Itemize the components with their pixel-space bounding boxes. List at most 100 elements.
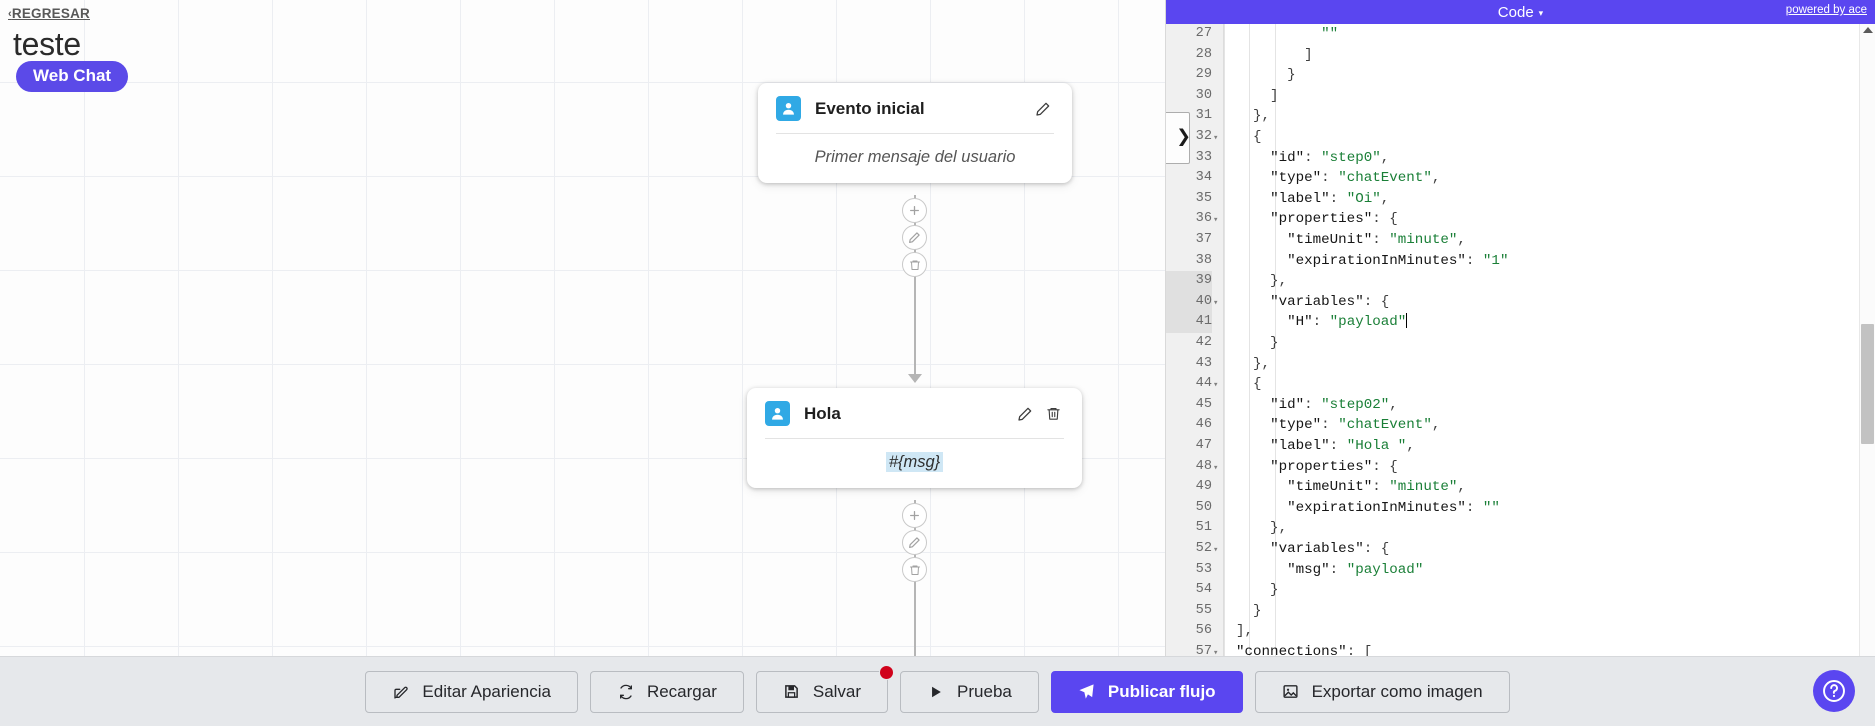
code-line[interactable]: 54 }: [1166, 580, 1859, 601]
code-text: },: [1236, 273, 1288, 290]
code-line[interactable]: 29 }: [1166, 65, 1859, 86]
editor-scrollbar[interactable]: [1859, 24, 1875, 656]
back-link[interactable]: ‹REGRESAR: [8, 6, 90, 21]
code-text: "H": "payload": [1287, 313, 1408, 331]
export-image-button[interactable]: Exportar como imagen: [1254, 670, 1510, 713]
code-line[interactable]: 45 "id": "step02",: [1166, 395, 1859, 416]
code-line[interactable]: 56],: [1166, 621, 1859, 642]
code-line[interactable]: 53 "msg": "payload": [1166, 560, 1859, 581]
code-text: },: [1236, 520, 1288, 537]
code-editor-panel[interactable]: Code▾ powered by ace 27 ""28 ]29 }30 ]31…: [1165, 0, 1875, 656]
add-icon[interactable]: [902, 198, 927, 223]
fold-toggle-icon[interactable]: ▾: [1213, 462, 1219, 473]
node-mini-actions-2[interactable]: [902, 503, 927, 582]
flow-canvas[interactable]: ‹REGRESAR teste Web Chat Evento inicial …: [0, 0, 1165, 656]
code-line[interactable]: 49 "timeUnit": "minute",: [1166, 477, 1859, 498]
code-line[interactable]: 27 "": [1166, 24, 1859, 45]
code-line[interactable]: 35 "label": "Oi",: [1166, 189, 1859, 210]
code-text: ],: [1236, 623, 1254, 640]
delete-icon[interactable]: [902, 252, 927, 277]
help-button[interactable]: [1813, 670, 1855, 712]
line-number: 38: [1195, 252, 1212, 268]
text-cursor: [1406, 313, 1408, 329]
delete-icon[interactable]: [1042, 403, 1064, 425]
node-header: Evento inicial: [758, 83, 1072, 133]
code-line[interactable]: 44▾ {: [1166, 374, 1859, 395]
code-text: "variables": {: [1270, 293, 1390, 310]
publish-flow-button[interactable]: Publicar flujo: [1050, 670, 1243, 713]
edit-icon[interactable]: [1032, 98, 1054, 120]
code-line[interactable]: 46 "type": "chatEvent",: [1166, 415, 1859, 436]
save-button[interactable]: Salvar: [755, 664, 895, 713]
code-line[interactable]: 43 },: [1166, 354, 1859, 375]
code-line[interactable]: 48▾ "properties": {: [1166, 457, 1859, 478]
code-text: }: [1236, 335, 1279, 351]
fold-toggle-icon[interactable]: ▾: [1213, 215, 1219, 226]
editor-body[interactable]: 27 ""28 ]29 }30 ]31 },32▾ {33 "id": "ste…: [1166, 24, 1875, 656]
delete-icon[interactable]: [902, 557, 927, 582]
edit-icon[interactable]: [902, 530, 927, 555]
fold-toggle-icon[interactable]: ▾: [1213, 648, 1219, 656]
code-line[interactable]: 39 },: [1166, 271, 1859, 292]
powered-by-ace-link[interactable]: powered by ace: [1785, 4, 1867, 16]
code-line[interactable]: 51 },: [1166, 518, 1859, 539]
unsaved-changes-badge: [879, 664, 895, 680]
code-line[interactable]: 52▾ "variables": {: [1166, 539, 1859, 560]
fold-expand-widget[interactable]: ❯: [1166, 112, 1191, 164]
line-number: 48: [1195, 458, 1212, 474]
code-line[interactable]: 47 "label": "Hola ",: [1166, 436, 1859, 457]
code-text: "timeUnit": "minute",: [1287, 232, 1466, 248]
scrollbar-thumb[interactable]: [1861, 324, 1874, 444]
code-text: "msg": "payload": [1287, 561, 1424, 578]
node-divider: [765, 438, 1064, 439]
fold-toggle-icon[interactable]: ▾: [1213, 545, 1219, 555]
code-line[interactable]: 57▾"connections": [: [1166, 642, 1859, 656]
code-text: "expirationInMinutes": "1": [1287, 252, 1509, 269]
line-number: 39: [1166, 271, 1212, 292]
export-image-label: Exportar como imagen: [1311, 681, 1483, 701]
test-button[interactable]: Prueba: [900, 670, 1039, 713]
line-number: 54: [1195, 582, 1212, 598]
code-line[interactable]: 55 }: [1166, 601, 1859, 622]
edit-icon[interactable]: [1014, 403, 1036, 425]
code-line[interactable]: 40▾ "variables": {: [1166, 291, 1859, 313]
code-line[interactable]: 33 "id": "step0",: [1166, 148, 1859, 169]
code-line[interactable]: 34 "type": "chatEvent",: [1166, 168, 1859, 189]
node-body-text: Primer mensaje del usuario: [814, 148, 1016, 166]
image-icon: [1282, 683, 1300, 700]
code-text: "properties": {: [1270, 458, 1398, 475]
code-line[interactable]: 32▾ {: [1166, 127, 1859, 148]
code-text: "type": "chatEvent",: [1270, 170, 1441, 187]
reload-button[interactable]: Recargar: [589, 670, 744, 713]
connector-line-1: [914, 195, 916, 382]
code-line[interactable]: 38 "expirationInMinutes": "1": [1166, 251, 1859, 272]
code-line[interactable]: 30 ]: [1166, 86, 1859, 107]
edit-appearance-button[interactable]: Editar Apariencia: [365, 670, 578, 713]
code-line[interactable]: 41 "H": "payload": [1166, 312, 1859, 333]
fold-toggle-icon[interactable]: ▾: [1213, 297, 1219, 308]
editor-mode-dropdown[interactable]: Code▾: [1498, 4, 1543, 21]
line-number: 34: [1195, 170, 1212, 186]
code-text: "type": "chatEvent",: [1270, 417, 1441, 434]
line-number: 43: [1195, 355, 1212, 371]
fold-toggle-icon[interactable]: ▾: [1213, 133, 1219, 143]
add-icon[interactable]: [902, 503, 927, 528]
code-text: }: [1236, 602, 1262, 619]
node-mini-actions-1[interactable]: [902, 198, 927, 277]
line-number: 51: [1195, 520, 1212, 536]
code-line[interactable]: 36▾ "properties": {: [1166, 209, 1859, 230]
edit-icon[interactable]: [902, 225, 927, 250]
code-line[interactable]: 37 "timeUnit": "minute",: [1166, 230, 1859, 251]
code-line[interactable]: 42 }: [1166, 333, 1859, 354]
code-line[interactable]: 28 ]: [1166, 45, 1859, 66]
code-line[interactable]: 50 "expirationInMinutes": "": [1166, 498, 1859, 519]
scroll-up-arrow-icon[interactable]: [1862, 27, 1873, 33]
flow-node-hola[interactable]: Hola #{msg}: [747, 388, 1082, 488]
play-icon: [927, 685, 945, 699]
line-number: 44: [1195, 376, 1212, 392]
fold-toggle-icon[interactable]: ▾: [1213, 380, 1219, 391]
flow-node-evento-inicial[interactable]: Evento inicial Primer mensaje del usuari…: [758, 83, 1072, 183]
code-line[interactable]: 31 },: [1166, 106, 1859, 127]
line-number: 41: [1166, 312, 1212, 333]
code-text: "id": "step0",: [1270, 149, 1390, 166]
